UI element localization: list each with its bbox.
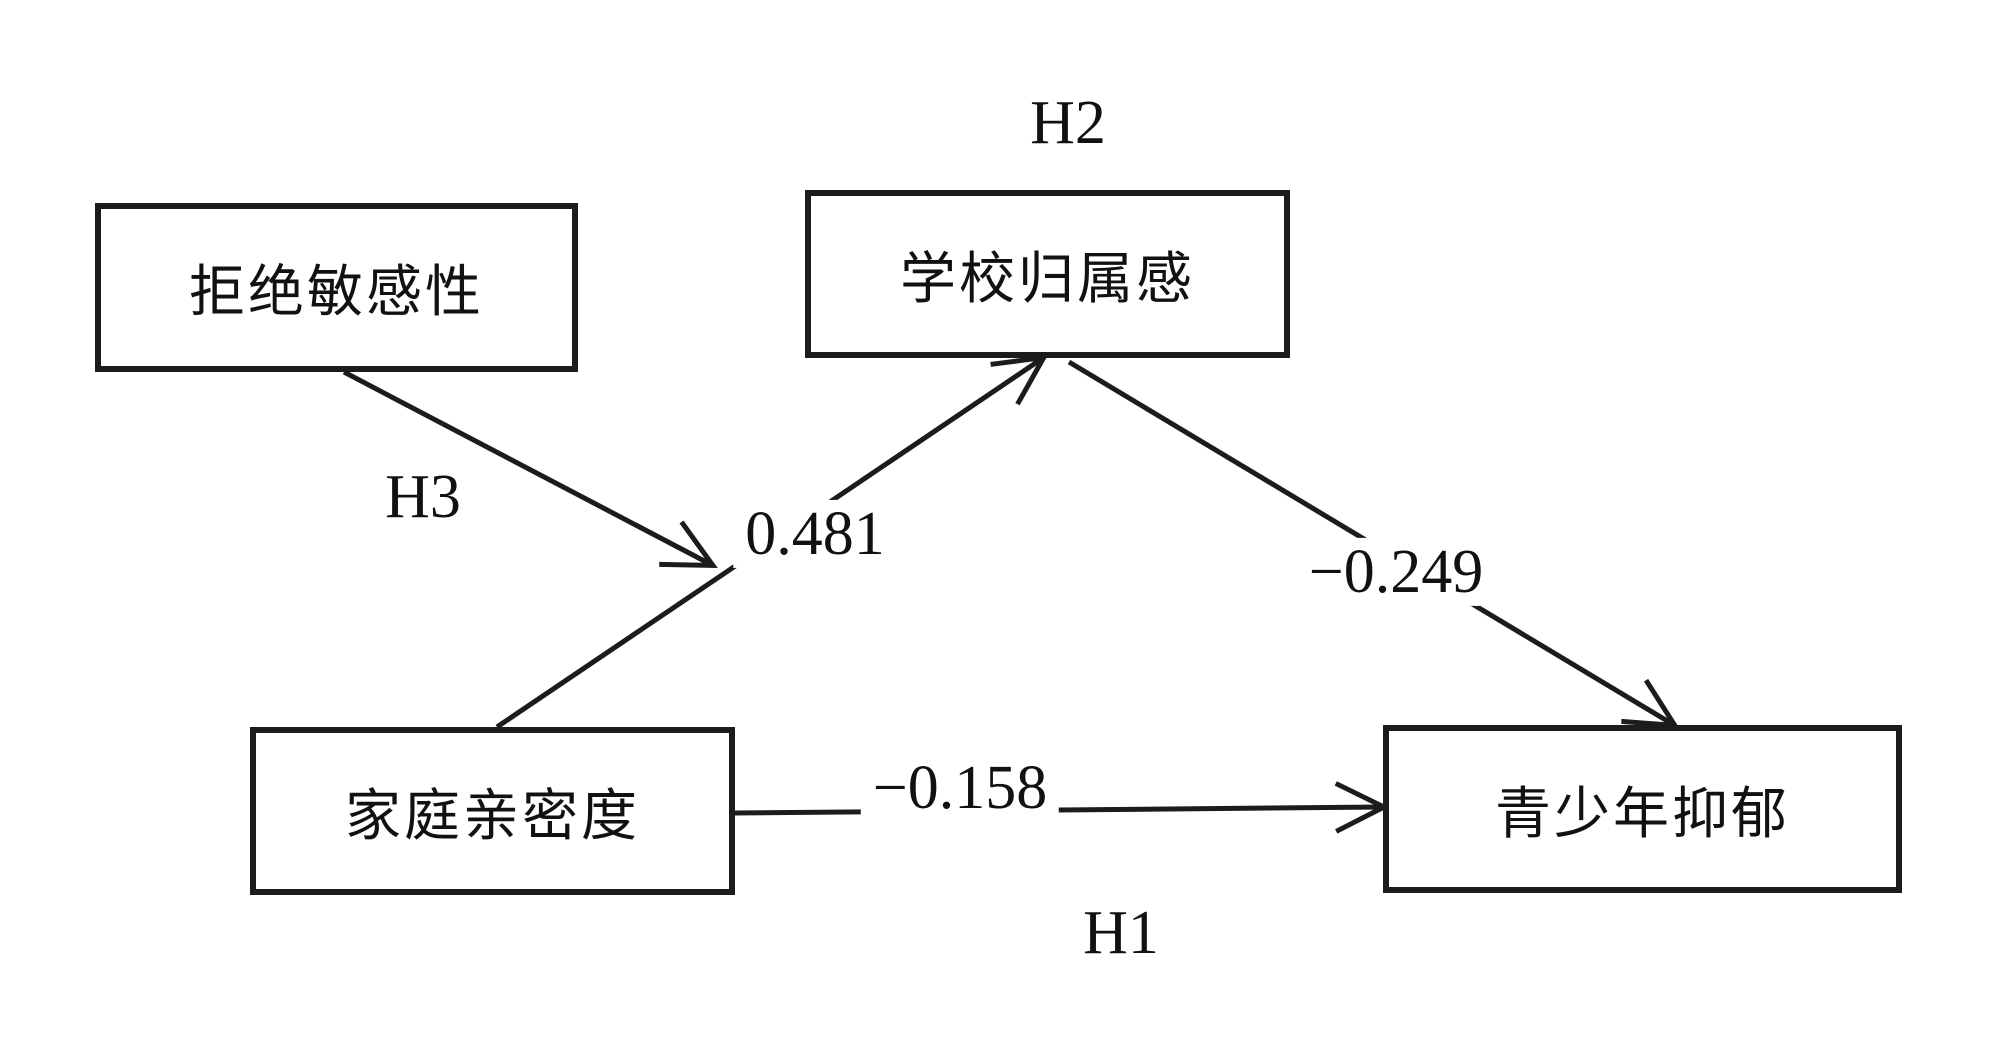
hypothesis-h1-label: H1 bbox=[1083, 898, 1159, 967]
hypothesis-h3-label: H3 bbox=[385, 462, 461, 531]
coefficient-family-to-school: 0.481 bbox=[733, 499, 897, 569]
node-family-closeness-label: 家庭亲密度 bbox=[345, 785, 640, 848]
coefficient-family-to-depression: −0.158 bbox=[860, 753, 1060, 823]
node-school-belonging-label: 学校归属感 bbox=[900, 248, 1195, 311]
h3-moderation-arrow bbox=[342, 369, 718, 569]
hypothesis-h2-label: H2 bbox=[1030, 88, 1106, 157]
node-adolescent-depression-label: 青少年抑郁 bbox=[1495, 783, 1790, 846]
node-school-belonging: 学校归属感 bbox=[805, 190, 1290, 358]
node-rejection-sensitivity: 拒绝敏感性 bbox=[95, 203, 578, 372]
node-family-closeness: 家庭亲密度 bbox=[250, 727, 735, 895]
node-adolescent-depression: 青少年抑郁 bbox=[1383, 725, 1902, 893]
coefficient-school-to-depression: −0.249 bbox=[1296, 537, 1496, 607]
node-rejection-sensitivity-label: 拒绝敏感性 bbox=[189, 262, 484, 324]
